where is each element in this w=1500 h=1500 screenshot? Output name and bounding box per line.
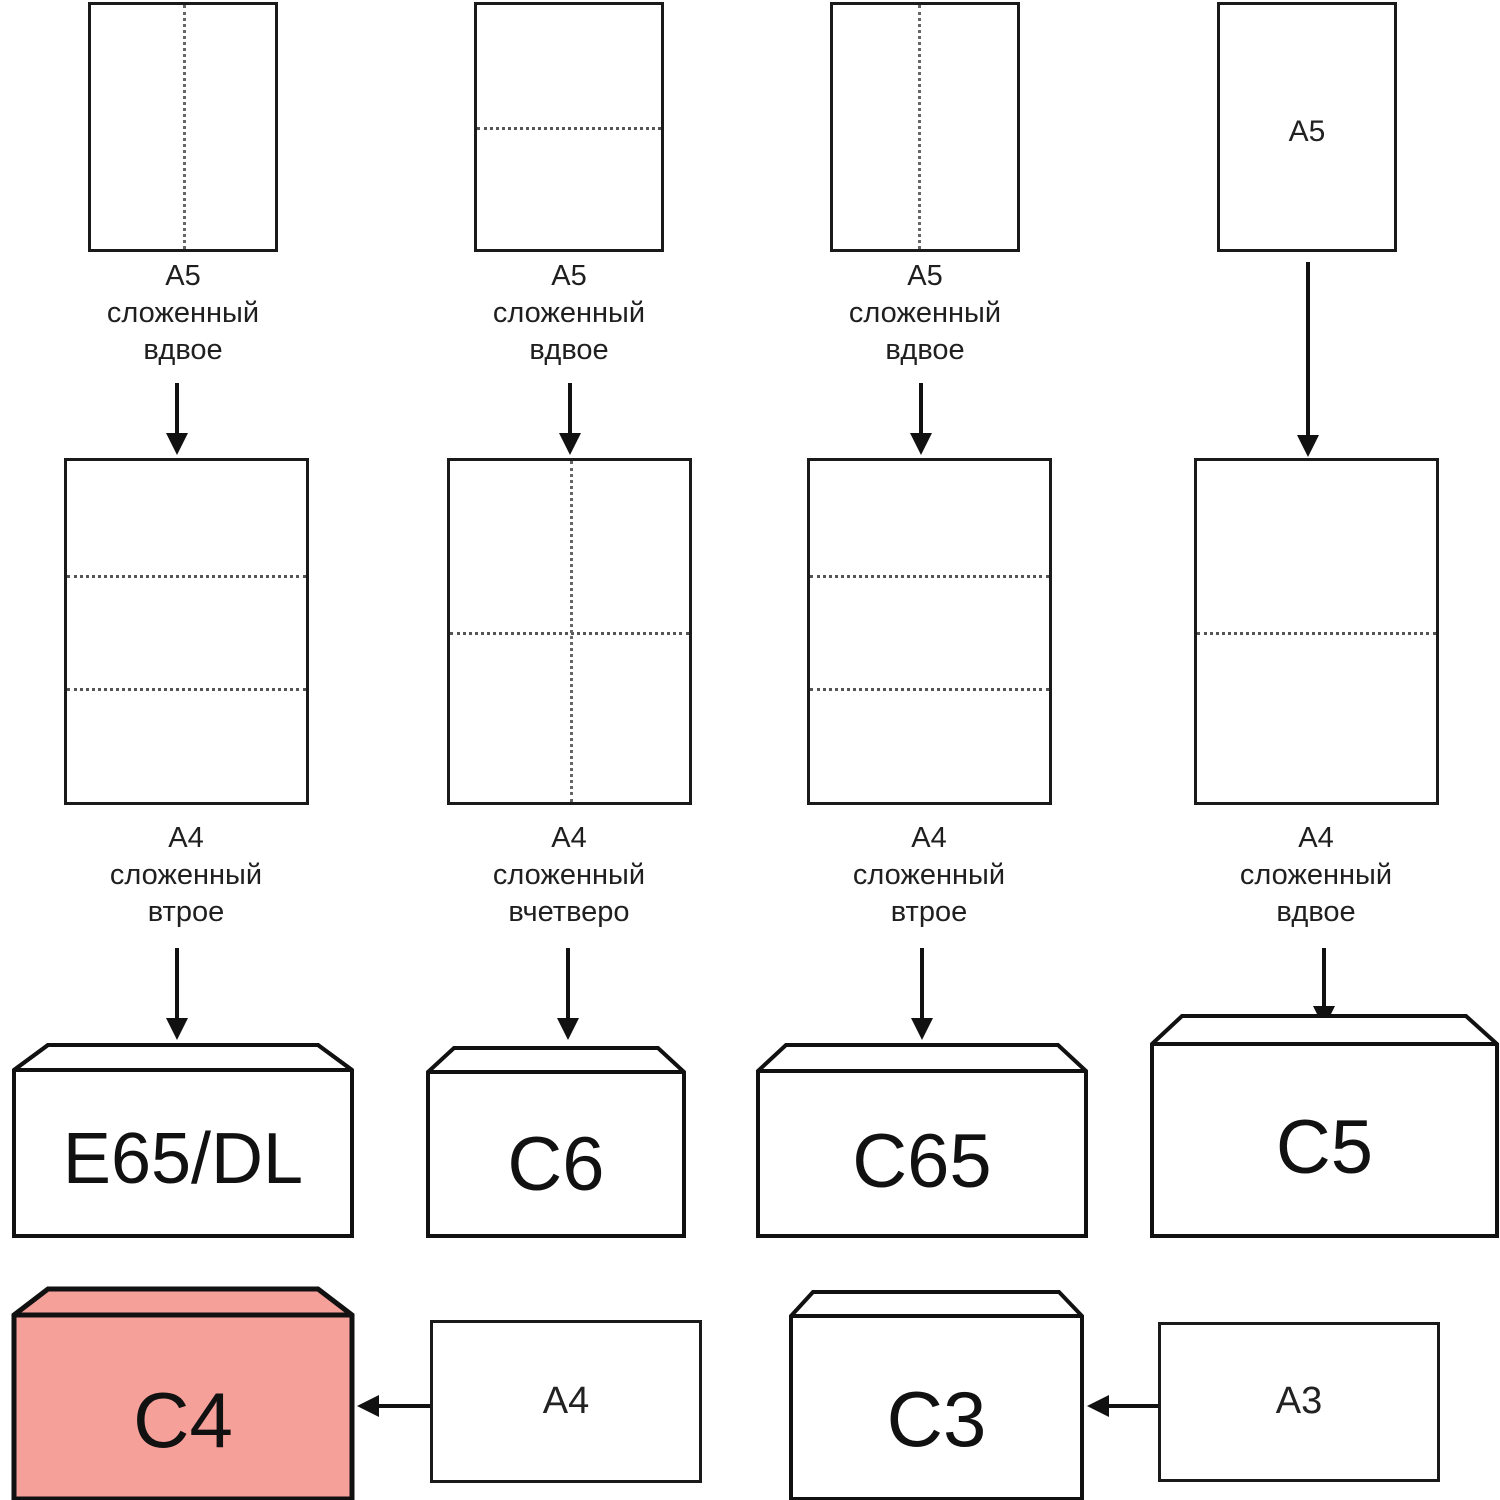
envelope-label: C4	[133, 1376, 233, 1464]
envelope-label: C6	[507, 1122, 605, 1207]
caption-a5-col3: A5 сложенный вдвое	[848, 260, 1002, 366]
envelope-e65-dl: E65/DL	[12, 1040, 354, 1240]
caption-a5-col1: A5 сложенный вдвое	[106, 260, 260, 366]
sheet-a4-col2	[447, 458, 692, 805]
envelope-label: E65/DL	[62, 1119, 304, 1199]
fold-line-horizontal-upper	[810, 574, 1049, 578]
envelope-label: C65	[852, 1119, 992, 1204]
envelope-shape	[756, 1043, 1088, 1238]
sheet-a4-bottom: A4	[430, 1320, 702, 1483]
sheet-a5-col3	[830, 2, 1020, 252]
envelope-shape	[11, 1286, 355, 1500]
fold-line-horizontal	[1197, 631, 1436, 635]
envelope-c3: C3	[789, 1288, 1084, 1500]
sheet-a3-bottom: A3	[1158, 1322, 1440, 1482]
fold-line-vertical	[183, 5, 186, 249]
sheet-a4-col4	[1194, 458, 1439, 805]
fold-line-vertical	[569, 461, 573, 802]
envelope-label: C5	[1275, 1105, 1374, 1190]
caption-a4-col1: A4 сложенный втрое	[109, 822, 263, 928]
envelope-c4-highlighted: C4	[11, 1285, 355, 1500]
sheet-a4-col1	[64, 458, 309, 805]
sheet-label-a3: A3	[1275, 1380, 1323, 1422]
caption-a5-col2: A5 сложенный вдвое	[492, 260, 646, 366]
fold-line-vertical	[917, 5, 921, 249]
envelope-label: C3	[886, 1375, 987, 1463]
envelope-c5: C5	[1150, 1008, 1499, 1241]
fold-line-horizontal-lower	[67, 688, 306, 692]
fold-line-horizontal-upper	[67, 574, 306, 578]
envelope-shape	[1150, 1014, 1499, 1238]
sheet-label-a4: A4	[542, 1380, 590, 1422]
envelope-c65: C65	[756, 1040, 1088, 1240]
sheet-label-a5: A5	[1288, 115, 1326, 148]
sheet-a5-col4: A5	[1217, 2, 1397, 252]
caption-a4-col4: A4 сложенный вдвое	[1239, 822, 1393, 928]
sheet-a4-col3	[807, 458, 1052, 805]
envelope-shape	[12, 1043, 354, 1238]
sheet-a5-col2	[474, 2, 664, 252]
envelope-c6: C6	[426, 1043, 686, 1240]
envelope-shape	[426, 1046, 686, 1238]
envelope-shape	[789, 1290, 1084, 1500]
caption-a4-col2: A4 сложенный вчетверо	[492, 822, 646, 928]
sheet-a5-col1	[88, 2, 278, 252]
fold-line-horizontal-lower	[810, 688, 1049, 692]
fold-line-horizontal	[477, 127, 661, 130]
caption-a4-col3: A4 сложенный втрое	[852, 822, 1006, 928]
